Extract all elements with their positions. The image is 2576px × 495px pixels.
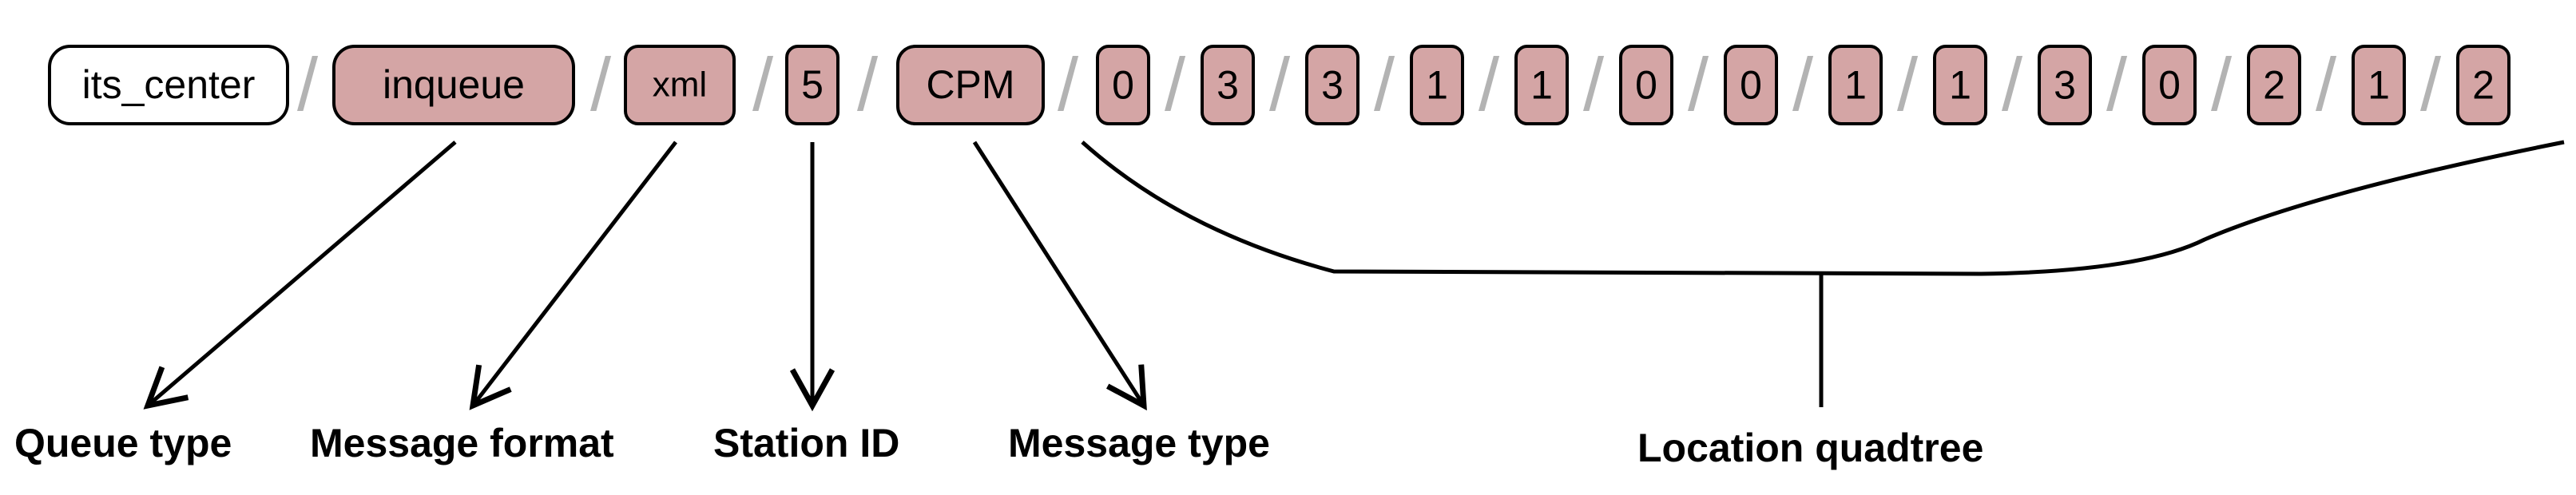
quadtree-digit-14: 2 — [2456, 45, 2511, 125]
quadtree-digit-label: 1 — [2368, 63, 2390, 108]
segment-box — [785, 45, 839, 125]
segment-box — [332, 45, 575, 125]
separator-slash: / — [1374, 42, 1395, 126]
quadtree-digit-label: 3 — [2054, 63, 2076, 108]
segment-box — [1724, 45, 1778, 125]
quadtree-digit-12: 2/ — [2247, 42, 2337, 126]
arrow-queue-type — [143, 141, 457, 410]
separator-slash: / — [1165, 42, 1186, 126]
quadtree-digit-label: 0 — [1112, 63, 1134, 108]
segment-message-type: CPM — [896, 45, 1045, 125]
quadtree-digit-6: 0/ — [1619, 42, 1709, 126]
segment-label: its_center — [82, 62, 256, 107]
separator-slash: / — [2316, 42, 2337, 126]
segment-box — [2352, 45, 2406, 125]
quadtree-digit-label: 0 — [1740, 63, 1762, 108]
segment-station-id: 5 — [785, 45, 839, 125]
separator-slash: / — [1792, 42, 1814, 126]
quadtree-digit-8: 1/ — [1828, 42, 1919, 126]
segment-box — [624, 45, 736, 125]
quadtree-digit-11: 0/ — [2142, 42, 2233, 126]
quadtree-digit-label: 2 — [2472, 63, 2495, 108]
quadtree-digit-label: 2 — [2263, 63, 2285, 108]
label-station-id: Station ID — [713, 421, 899, 465]
segment-box — [48, 45, 289, 125]
separator-slash: / — [2106, 42, 2128, 126]
segment-message-format: xml — [624, 45, 736, 125]
separator-slash: / — [1583, 42, 1605, 126]
label-message-format: Message format — [310, 421, 614, 465]
separator-slash: / — [1479, 42, 1500, 126]
separator-slash: / — [1688, 42, 1709, 126]
quadtree-digit-9: 1/ — [1933, 42, 2023, 126]
segment-label: inqueue — [383, 62, 525, 107]
quadtree-digit-label: 3 — [1217, 63, 1239, 108]
quadtree-digit-10: 3/ — [2038, 42, 2128, 126]
quadtree-digit-2: 3/ — [1201, 42, 1291, 126]
segment-box — [2456, 45, 2511, 125]
segment-box — [2038, 45, 2092, 125]
quadtree-digit-3: 3/ — [1305, 42, 1395, 126]
segment-box — [2142, 45, 2197, 125]
separator-slash: / — [752, 42, 774, 126]
quadtree-digit-4: 1/ — [1410, 42, 1500, 126]
segment-box — [896, 45, 1045, 125]
label-location-quadtree: Location quadtree — [1637, 426, 1983, 470]
segment-box — [1514, 45, 1569, 125]
segment-box — [1201, 45, 1255, 125]
separator-slash: / — [2211, 42, 2233, 126]
segment-box — [1828, 45, 1883, 125]
segment-label: xml — [653, 65, 707, 105]
separator-slash: / — [2420, 42, 2442, 126]
segment-root: its_center — [48, 45, 289, 125]
label-queue-type: Queue type — [14, 421, 232, 465]
segment-box — [1933, 45, 1987, 125]
arrow-message-type — [972, 141, 1147, 411]
quadtree-digit-7: 0/ — [1724, 42, 1814, 126]
label-message-type: Message type — [1008, 421, 1270, 465]
quadtree-digit-label: 0 — [1635, 63, 1657, 108]
separator-slash: / — [1269, 42, 1291, 126]
quadtree-digit-label: 0 — [2158, 63, 2181, 108]
quadtree-digit-label: 3 — [1321, 63, 1344, 108]
segment-label: CPM — [926, 62, 1014, 107]
segment-location-quadtree: 0/3/3/1/1/0/0/1/1/3/0/2/1/2 — [1096, 42, 2511, 126]
separator-slash: / — [857, 42, 879, 126]
segment-box — [1410, 45, 1464, 125]
quadtree-digit-label: 1 — [1530, 63, 1553, 108]
quadtree-digit-label: 1 — [1426, 63, 1448, 108]
quadtree-digit-5: 1/ — [1514, 42, 1605, 126]
quadtree-digit-1: 0/ — [1096, 42, 1186, 126]
quadtree-digit-label: 1 — [1844, 63, 1867, 108]
segment-box — [1096, 45, 1150, 125]
segment-box — [1305, 45, 1359, 125]
separator-slash: / — [1058, 42, 1079, 126]
quadtree-digit-label: 1 — [1949, 63, 1971, 108]
separator-slash: / — [1897, 42, 1919, 126]
quadtree-digit-13: 1/ — [2352, 42, 2442, 126]
segment-box — [2247, 45, 2301, 125]
brace-location-quadtree — [1081, 140, 2565, 276]
segment-box — [1619, 45, 1673, 125]
arrow-message-format — [469, 141, 677, 410]
segment-queue-type: inqueue — [332, 45, 575, 125]
separator-slash: / — [590, 42, 612, 126]
separator-slash: / — [297, 42, 319, 126]
segment-label: 5 — [801, 62, 824, 107]
separator-slash: / — [2002, 42, 2023, 126]
